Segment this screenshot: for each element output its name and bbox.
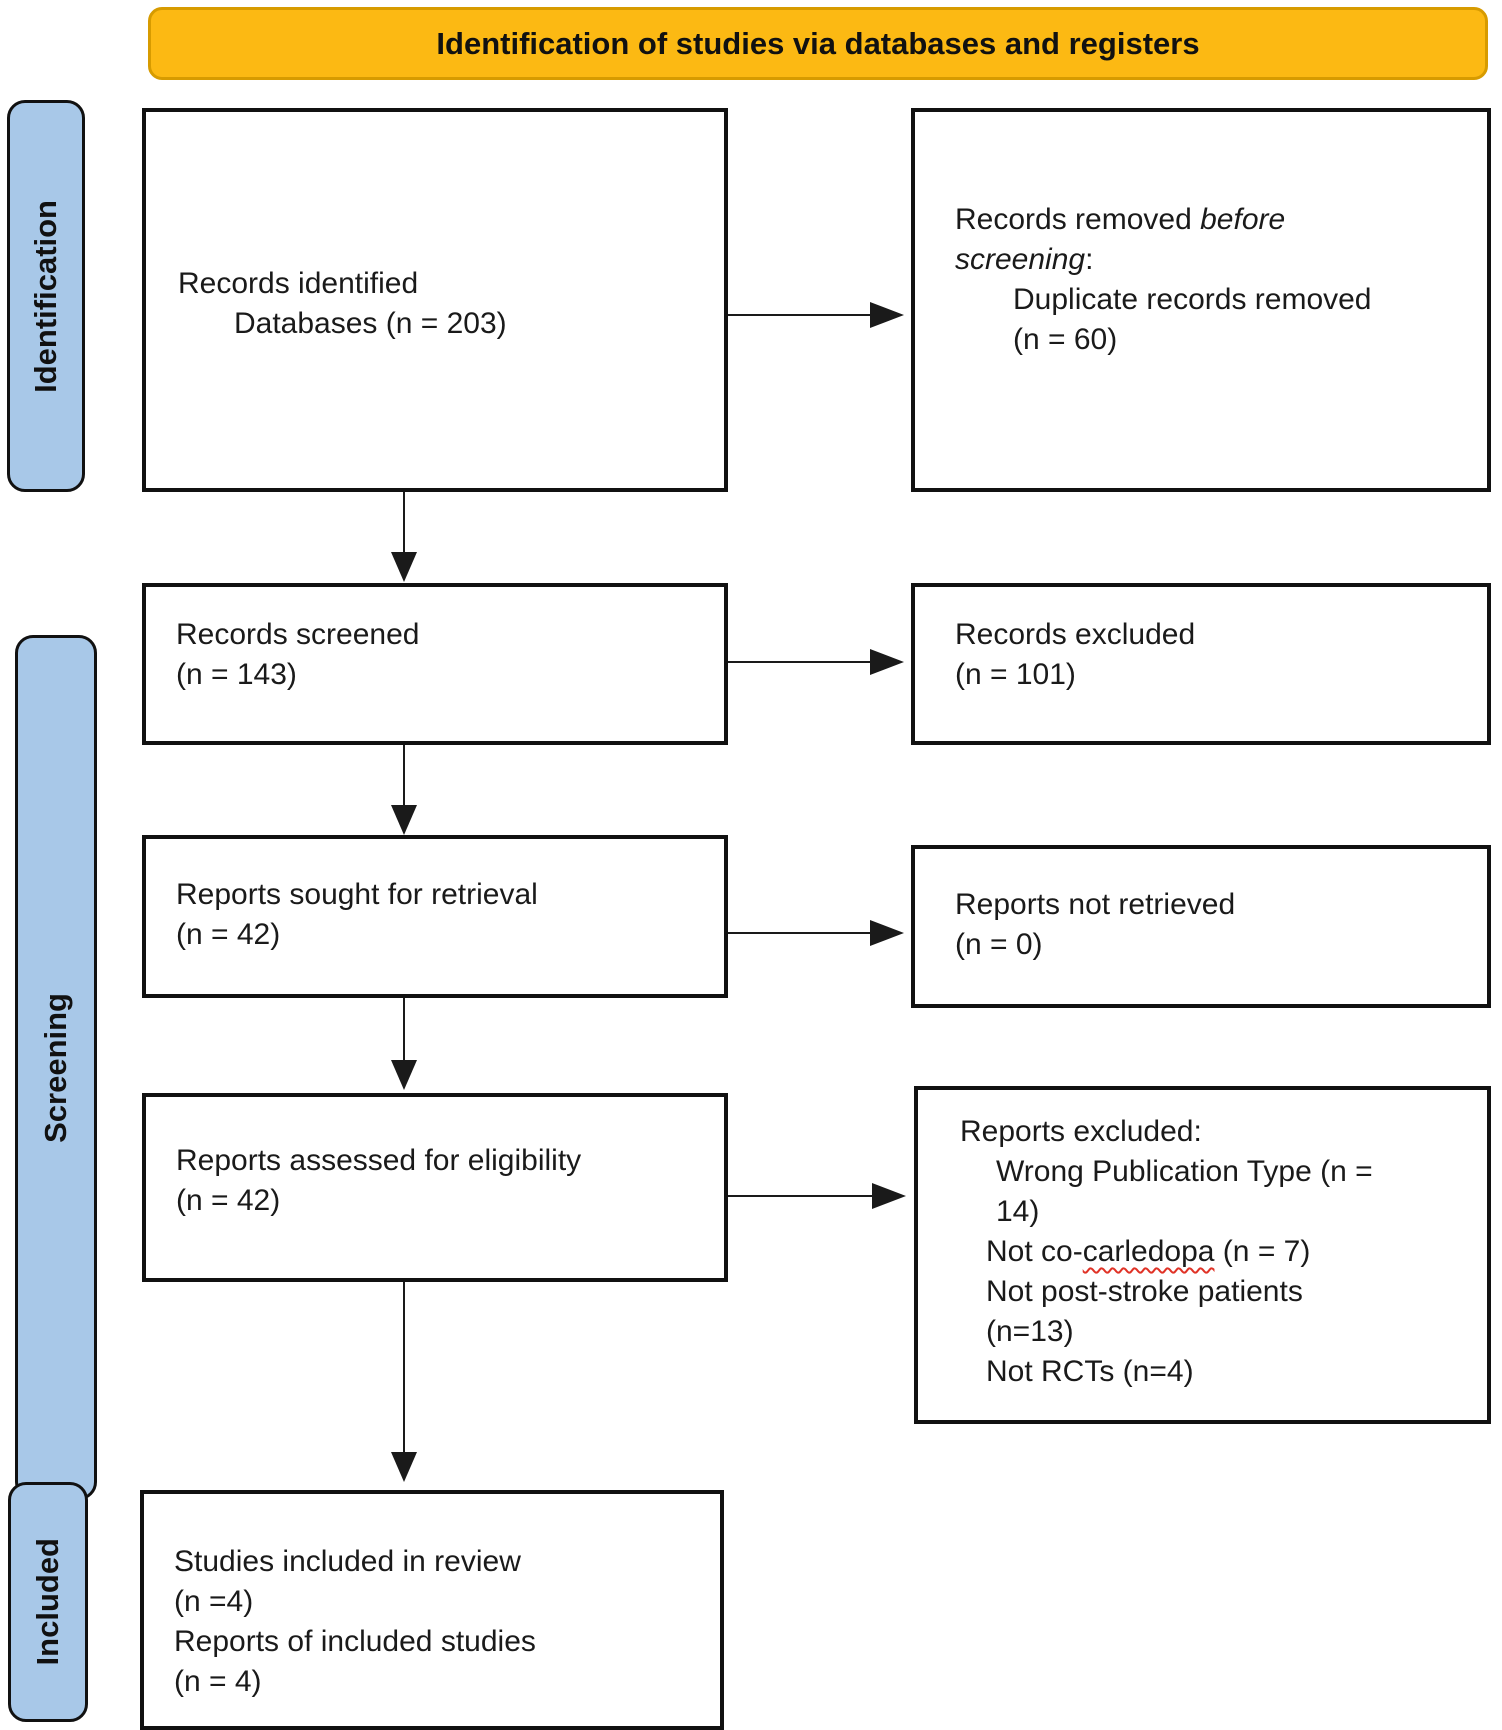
records-removed-italic: before screening: [955, 203, 1286, 276]
studies-included-line1: Studies included in review: [174, 1545, 521, 1578]
arrow-screened-to-excluded-head: [870, 649, 904, 675]
arrow-sought-to-assessed-line: [403, 998, 405, 1062]
arrow-sought-to-notretrieved-line: [728, 932, 870, 934]
arrow-assessed-to-excluded-line: [728, 1195, 872, 1197]
studies-included-line2: (n =4): [174, 1585, 254, 1618]
reports-not-retrieved-line1: Reports not retrieved: [955, 888, 1236, 921]
reports-assessed-box: Reports assessed for eligibility (n = 42…: [142, 1093, 728, 1282]
records-screened-line1: Records screened: [176, 618, 420, 651]
not-cocarledopa-suffix: (n = 7): [1214, 1235, 1311, 1268]
reports-not-retrieved-line2: (n = 0): [955, 928, 1043, 961]
arrow-screened-to-sought-head: [391, 805, 417, 835]
excluded-item-wrong-type-line1: Wrong Publication Type (n =: [996, 1155, 1373, 1188]
excluded-item-not-cocarledopa: Not co-carledopa (n = 7): [960, 1232, 1477, 1272]
arrow-identified-to-removed-head: [870, 302, 904, 328]
not-cocarledopa-prefix: Not co-: [986, 1235, 1083, 1268]
arrow-sought-to-notretrieved-head: [870, 920, 904, 946]
records-identified-box: Records identified Databases (n = 203): [142, 108, 728, 492]
misspelled-word: carledopa: [1082, 1235, 1215, 1268]
diagram-title: Identification of studies via databases …: [436, 25, 1200, 61]
stage-label-included: Included: [30, 1538, 65, 1666]
records-removed-prefix: Records removed: [955, 203, 1201, 236]
reports-sought-line2: (n = 42): [176, 918, 281, 951]
records-excluded-line1: Records excluded: [955, 618, 1196, 651]
records-screened-box: Records screened (n = 143): [142, 583, 728, 745]
duplicate-records-line2: (n = 60): [1013, 323, 1118, 356]
studies-included-line3: Reports of included studies: [174, 1625, 536, 1658]
excluded-item-wrong-type-line2: 14): [996, 1195, 1040, 1228]
excluded-item-not-poststroke-line1: Not post-stroke patients: [986, 1275, 1303, 1308]
arrow-screened-to-sought-line: [403, 745, 405, 807]
excluded-item-not-rcts: Not RCTs (n=4): [986, 1355, 1194, 1388]
records-screened-line2: (n = 143): [176, 658, 297, 691]
arrow-screened-to-excluded-line: [728, 661, 870, 663]
duplicate-records-line1: Duplicate records removed: [1013, 283, 1372, 316]
studies-included-box: Studies included in review (n =4) Report…: [140, 1490, 724, 1730]
arrow-identified-to-screened-head: [391, 552, 417, 582]
records-excluded-box: Records excluded (n = 101): [911, 583, 1491, 745]
stage-band-screening: Screening: [15, 635, 97, 1500]
stage-label-screening: Screening: [38, 992, 73, 1143]
stage-band-identification: Identification: [7, 100, 85, 492]
records-excluded-line2: (n = 101): [955, 658, 1076, 691]
stage-label-identification: Identification: [28, 199, 63, 393]
excluded-item-not-poststroke-line2: (n=13): [986, 1315, 1074, 1348]
records-removed-box: Records removed before screening: Duplic…: [911, 108, 1491, 492]
arrow-sought-to-assessed-head: [391, 1060, 417, 1090]
arrow-identified-to-removed-line: [728, 314, 870, 316]
reports-excluded-title: Reports excluded:: [960, 1115, 1202, 1148]
reports-not-retrieved-box: Reports not retrieved (n = 0): [911, 845, 1491, 1008]
reports-excluded-box: Reports excluded: Wrong Publication Type…: [914, 1086, 1491, 1424]
reports-sought-line1: Reports sought for retrieval: [176, 878, 538, 911]
reports-assessed-line1: Reports assessed for eligibility: [176, 1144, 582, 1177]
reports-sought-box: Reports sought for retrieval (n = 42): [142, 835, 728, 998]
arrow-assessed-to-included-head: [391, 1452, 417, 1482]
studies-included-line4: (n = 4): [174, 1665, 262, 1698]
reports-assessed-line2: (n = 42): [176, 1184, 281, 1217]
records-identified-line2: Databases (n = 203): [234, 307, 507, 340]
records-removed-colon: :: [1085, 243, 1094, 276]
stage-band-included: Included: [8, 1482, 88, 1722]
arrow-identified-to-screened-line: [403, 492, 405, 554]
diagram-title-banner: Identification of studies via databases …: [148, 7, 1488, 80]
records-identified-line1: Records identified: [178, 267, 419, 300]
arrow-assessed-to-included-line: [403, 1282, 405, 1454]
records-removed-heading: Records removed before screening:: [955, 200, 1391, 280]
arrow-assessed-to-excluded-head: [872, 1183, 906, 1209]
